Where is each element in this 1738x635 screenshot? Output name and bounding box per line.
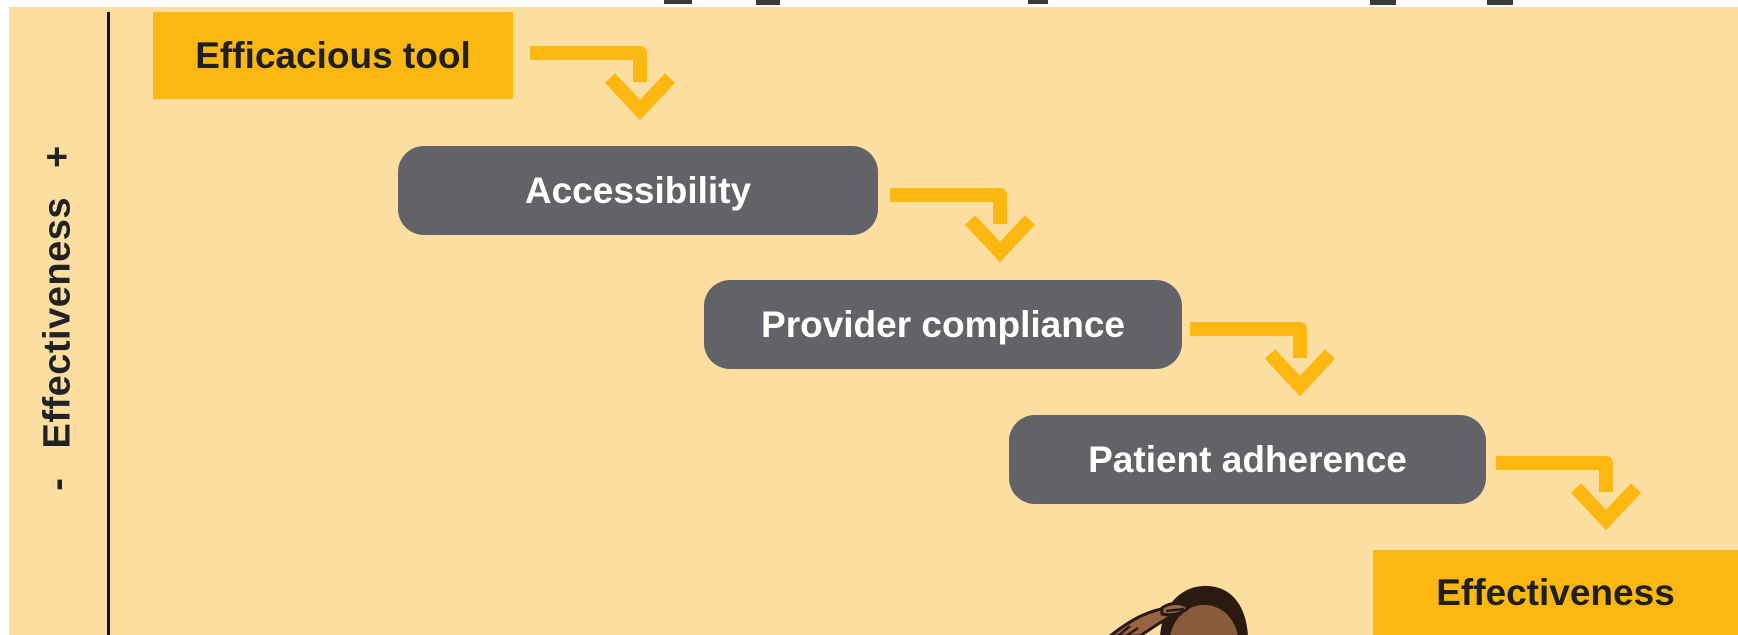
step-provider-compliance: Provider compliance <box>704 280 1182 369</box>
step-effectiveness: Effectiveness <box>1373 550 1738 635</box>
step-label: Accessibility <box>524 169 752 211</box>
effectiveness-axis-label: - Effectiveness + <box>37 127 80 509</box>
arrow-down-right-icon <box>890 188 1036 263</box>
cropped-title-fragment <box>664 0 1513 5</box>
worried-person-illustration <box>1108 585 1248 635</box>
arrow-down-right-icon <box>1190 322 1336 397</box>
axis-minus-sign: - <box>36 477 79 491</box>
step-label: Patient adherence <box>1088 438 1407 480</box>
step-label: Provider compliance <box>761 303 1125 345</box>
step-efficacious-tool: Efficacious tool <box>153 12 513 99</box>
step-label: Effectiveness <box>1436 571 1675 613</box>
arrow-down-right-icon <box>530 46 676 121</box>
step-label: Efficacious tool <box>195 34 471 76</box>
axis-plus-sign: + <box>36 145 79 168</box>
step-patient-adherence: Patient adherence <box>1009 415 1486 504</box>
effectiveness-axis-line <box>107 12 110 635</box>
cropped-title-area <box>0 0 1738 7</box>
step-accessibility: Accessibility <box>398 146 878 235</box>
axis-label-text: Effectiveness <box>36 197 79 449</box>
arrow-down-right-icon <box>1496 456 1642 531</box>
